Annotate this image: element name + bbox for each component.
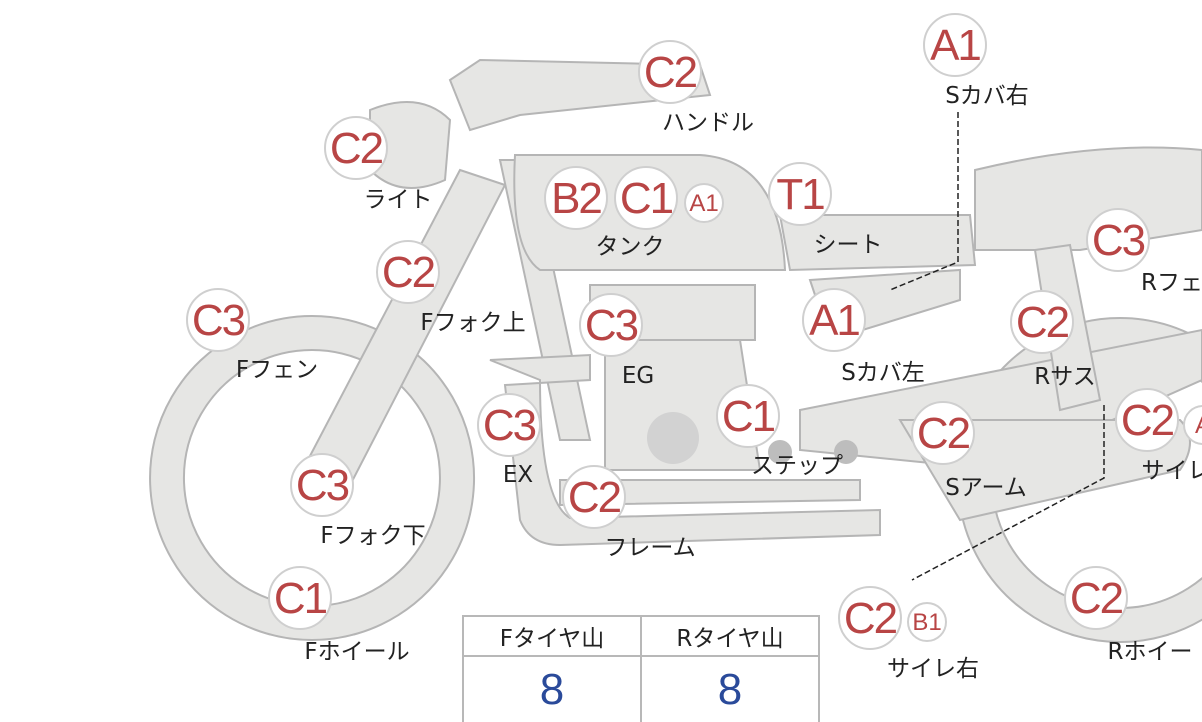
badge-f-wheel: C1 bbox=[268, 566, 332, 630]
r-tire-header: Rタイヤ山 bbox=[640, 615, 820, 657]
f-tire-header: Fタイヤ山 bbox=[462, 615, 642, 657]
label-frame: フレーム bbox=[604, 535, 696, 561]
label-swing-arm: Sアーム bbox=[945, 475, 1027, 501]
badge-handle: C2 bbox=[638, 40, 702, 104]
badge-seat: T1 bbox=[768, 162, 832, 226]
r-tire-value: 8 bbox=[640, 655, 820, 722]
f-tire-value: 8 bbox=[462, 655, 642, 722]
label-seat: シート bbox=[813, 232, 883, 258]
badge-silencer-right: C2 bbox=[838, 586, 902, 650]
label-f-fork-lower: Fフォク下 bbox=[320, 523, 426, 549]
label-r-suspension: Rサス bbox=[1034, 364, 1096, 390]
badge-frame: C2 bbox=[562, 465, 626, 529]
badge-r-fender: C3 bbox=[1086, 208, 1150, 272]
badge-f-fender: C3 bbox=[186, 288, 250, 352]
label-light: ライト bbox=[363, 187, 433, 213]
badge-s-cover-right: A1 bbox=[923, 13, 987, 77]
lower-frame bbox=[559, 479, 861, 507]
label-s-cover-right: Sカバ右 bbox=[945, 83, 1029, 109]
label-r-wheel: Rホイー bbox=[1107, 639, 1193, 665]
label-engine: EG bbox=[621, 363, 655, 389]
exhaust-pipe bbox=[489, 353, 881, 547]
label-s-cover-left: Sカバ左 bbox=[841, 360, 925, 386]
badge-step: C1 bbox=[716, 384, 780, 448]
badge-f-fork-lower: C3 bbox=[290, 453, 354, 517]
badge-tank-a: A1 bbox=[684, 183, 724, 223]
badge-engine: C3 bbox=[579, 293, 643, 357]
label-silencer-right: サイレ右 bbox=[887, 656, 979, 682]
badge-silencer-right-extra: B1 bbox=[907, 602, 947, 642]
label-f-wheel: Fホイール bbox=[304, 639, 410, 665]
tire-tread-table: Fタイヤ山 Rタイヤ山 8 8 bbox=[462, 615, 820, 722]
label-r-fender: Rフェ bbox=[1141, 270, 1202, 296]
label-tank: タンク bbox=[595, 234, 665, 260]
badge-r-suspension: C2 bbox=[1010, 290, 1074, 354]
label-handle: ハンドル bbox=[662, 110, 754, 136]
badge-r-wheel: C2 bbox=[1064, 566, 1128, 630]
badge-tank-b: B2 bbox=[544, 166, 608, 230]
label-f-fork-upper: Fフォク上 bbox=[420, 310, 526, 336]
badge-s-cover-left: A1 bbox=[802, 288, 866, 352]
badge-swing-arm: C2 bbox=[911, 401, 975, 465]
badge-f-fork-upper: C2 bbox=[376, 240, 440, 304]
headlight bbox=[369, 101, 452, 189]
label-step: ステップ bbox=[751, 453, 843, 479]
badge-exhaust: C3 bbox=[477, 393, 541, 457]
badge-silencer-left: C2 bbox=[1115, 388, 1179, 452]
label-f-fender: Fフェン bbox=[235, 357, 319, 383]
seat bbox=[778, 214, 977, 272]
label-exhaust: EX bbox=[502, 462, 534, 488]
badge-tank-c: C1 bbox=[614, 166, 678, 230]
badge-light: C2 bbox=[324, 116, 388, 180]
label-silencer-left: サイレ bbox=[1141, 458, 1202, 484]
